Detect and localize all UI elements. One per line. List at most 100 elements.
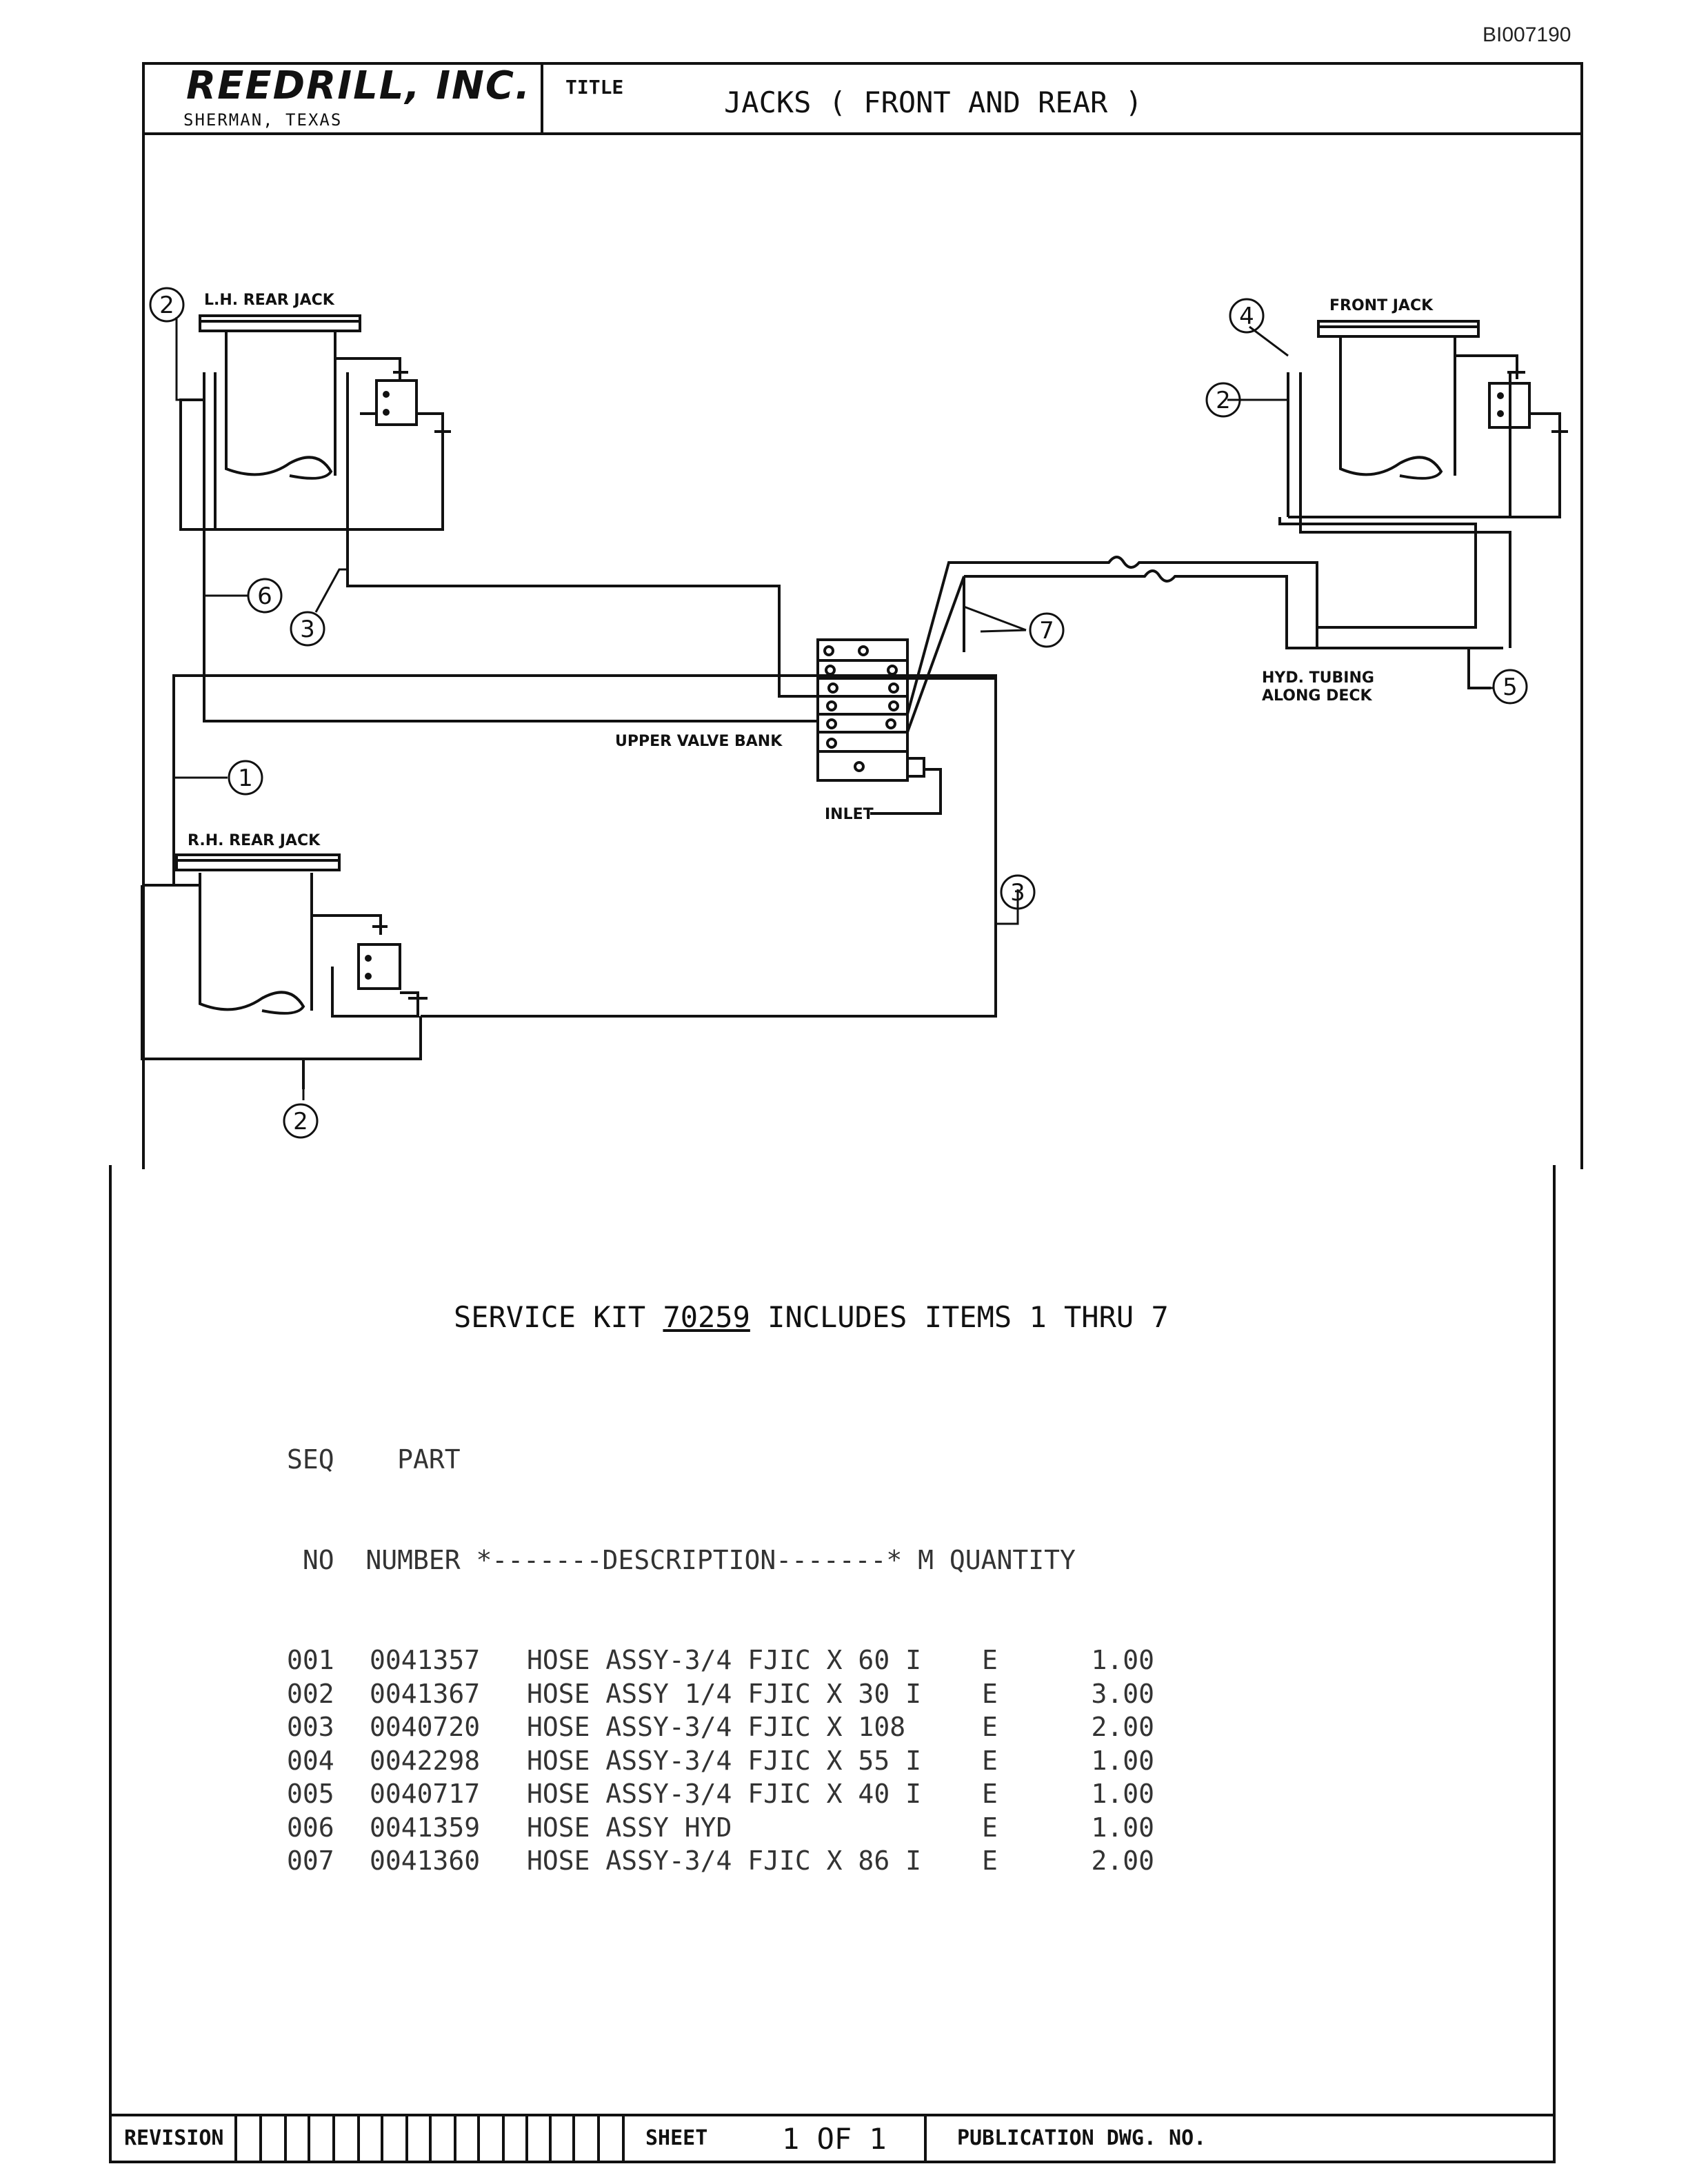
parts-cell-part: 0041357 bbox=[370, 1645, 481, 1675]
parts-cell-m: E bbox=[982, 1745, 998, 1776]
frame-right-border bbox=[1580, 135, 1583, 1169]
footer-divider bbox=[381, 2114, 383, 2163]
footer-divider bbox=[454, 2114, 456, 2163]
parts-cell-qty: 2.00 bbox=[1091, 1712, 1154, 1742]
label-front-jack: FRONT JACK bbox=[1329, 297, 1434, 314]
service-kit-line: SERVICE KIT 70259 INCLUDES ITEMS 1 THRU … bbox=[454, 1300, 1169, 1334]
parts-cell-seq: 007 bbox=[287, 1846, 334, 1876]
parts-cell-desc: HOSE ASSY HYD bbox=[527, 1812, 732, 1843]
title-block-divider bbox=[541, 62, 543, 135]
callout-7: 7 bbox=[1039, 617, 1054, 645]
footer-divider bbox=[502, 2114, 505, 2163]
document-id: BI007190 bbox=[1483, 23, 1571, 46]
callout-6: 6 bbox=[257, 583, 272, 610]
footer-divider bbox=[259, 2114, 262, 2163]
service-kit-number: 70259 bbox=[663, 1300, 750, 1334]
parts-cell-seq: 002 bbox=[287, 1678, 334, 1709]
sheet-label: SHEET bbox=[645, 2126, 708, 2150]
parts-cell-qty: 1.00 bbox=[1091, 1745, 1154, 1776]
title-label: TITLE bbox=[565, 76, 624, 99]
parts-cell-m: E bbox=[982, 1846, 998, 1876]
callout-2b: 2 bbox=[1216, 387, 1231, 414]
parts-cell-desc: HOSE ASSY-3/4 FJIC X 108 bbox=[527, 1712, 906, 1742]
parts-cell-seq: 005 bbox=[287, 1779, 334, 1809]
label-inlet: INLET bbox=[825, 806, 874, 823]
frame-right-border-lower bbox=[1553, 1165, 1556, 2130]
hose-routing bbox=[172, 517, 1503, 1018]
parts-rows: 001 0041357 HOSE ASSY-3/4 FJIC X 60 I E 1.00… bbox=[287, 1644, 1154, 1878]
callout-3a: 3 bbox=[300, 616, 315, 643]
service-kit-prefix: SERVICE KIT bbox=[454, 1300, 663, 1334]
footer-divider bbox=[597, 2114, 600, 2163]
parts-header-line1: SEQ PART bbox=[287, 1444, 461, 1475]
parts-cell-m: E bbox=[982, 1645, 998, 1675]
parts-cell-qty: 1.00 bbox=[1091, 1645, 1154, 1675]
revision-label: REVISION bbox=[124, 2126, 224, 2150]
service-kit-suffix: INCLUDES ITEMS 1 THRU 7 bbox=[750, 1300, 1169, 1334]
footer-divider bbox=[622, 2114, 625, 2163]
table-row: 002 0041367 HOSE ASSY 1/4 FJIC X 30 I E 3.00 bbox=[287, 1677, 1154, 1711]
parts-header-line2: NO NUMBER *-------DESCRIPTION-------* M … bbox=[287, 1544, 1076, 1575]
table-row: 001 0041357 HOSE ASSY-3/4 FJIC X 60 I E 1.00 bbox=[287, 1644, 1154, 1677]
table-row: 007 0041360 HOSE ASSY-3/4 FJIC X 86 I E 2.00 bbox=[287, 1844, 1154, 1878]
parts-cell-m: E bbox=[982, 1712, 998, 1742]
parts-cell-part: 0042298 bbox=[370, 1745, 481, 1776]
callout-1: 1 bbox=[238, 765, 253, 792]
parts-cell-qty: 1.00 bbox=[1091, 1779, 1154, 1809]
parts-cell-seq: 006 bbox=[287, 1812, 334, 1843]
parts-cell-part: 0040720 bbox=[370, 1712, 481, 1742]
footer-divider bbox=[308, 2114, 310, 2163]
rh-rear-jack bbox=[141, 853, 428, 1089]
parts-cell-part: 0041367 bbox=[370, 1678, 481, 1709]
parts-cell-desc: HOSE ASSY 1/4 FJIC X 30 I bbox=[527, 1678, 921, 1709]
table-row: 003 0040720 HOSE ASSY-3/4 FJIC X 108 E 2.00 bbox=[287, 1710, 1154, 1744]
parts-cell-part: 0040717 bbox=[370, 1779, 481, 1809]
parts-cell-part: 0041359 bbox=[370, 1812, 481, 1843]
front-jack bbox=[1287, 320, 1568, 648]
parts-cell-part: 0041360 bbox=[370, 1846, 481, 1876]
table-row: 004 0042298 HOSE ASSY-3/4 FJIC X 55 I E 1.00 bbox=[287, 1744, 1154, 1778]
footer-divider bbox=[284, 2114, 287, 2163]
parts-cell-desc: HOSE ASSY-3/4 FJIC X 60 I bbox=[527, 1645, 921, 1675]
parts-cell-qty: 3.00 bbox=[1091, 1678, 1154, 1709]
leader-lines bbox=[174, 317, 1494, 1100]
table-row: 006 0041359 HOSE ASSY HYD E 1.00 bbox=[287, 1811, 1154, 1845]
footer-divider bbox=[405, 2114, 408, 2163]
company-location: SHERMAN, TEXAS bbox=[183, 110, 343, 130]
title-block-frame bbox=[142, 62, 1583, 135]
footer-divider bbox=[357, 2114, 360, 2163]
parts-cell-qty: 2.00 bbox=[1091, 1846, 1154, 1876]
callout-3b: 3 bbox=[1010, 879, 1025, 907]
label-hyd-tubing-1: HYD. TUBING bbox=[1262, 669, 1374, 687]
schematic-labels: L.H. REAR JACK FRONT JACK R.H. REAR JACK… bbox=[159, 292, 1518, 1135]
callout-5: 5 bbox=[1503, 674, 1518, 701]
footer-divider bbox=[525, 2114, 528, 2163]
parts-cell-seq: 004 bbox=[287, 1745, 334, 1776]
parts-cell-seq: 001 bbox=[287, 1645, 334, 1675]
parts-cell-desc: HOSE ASSY-3/4 FJIC X 86 I bbox=[527, 1846, 921, 1876]
footer-divider bbox=[572, 2114, 575, 2163]
label-lh-rear-jack: L.H. REAR JACK bbox=[204, 292, 335, 309]
footer-divider bbox=[924, 2114, 927, 2163]
label-upper-valve-bank: UPPER VALVE BANK bbox=[615, 733, 783, 750]
footer-strip bbox=[109, 2114, 1556, 2163]
parts-cell-desc: HOSE ASSY-3/4 FJIC X 55 I bbox=[527, 1745, 921, 1776]
footer-divider bbox=[234, 2114, 237, 2163]
label-rh-rear-jack: R.H. REAR JACK bbox=[188, 832, 321, 849]
parts-cell-m: E bbox=[982, 1678, 998, 1709]
parts-cell-desc: HOSE ASSY-3/4 FJIC X 40 I bbox=[527, 1779, 921, 1809]
publication-dwg-label: PUBLICATION DWG. NO. bbox=[957, 2126, 1207, 2150]
frame-left-border bbox=[142, 135, 145, 1169]
parts-cell-m: E bbox=[982, 1812, 998, 1843]
parts-table: SEQ PART NO NUMBER *-------DESCRIPTION--… bbox=[287, 1376, 1154, 1911]
footer-divider bbox=[477, 2114, 480, 2163]
footer-divider bbox=[429, 2114, 432, 2163]
frame-left-border-lower bbox=[109, 1165, 112, 2130]
drawing-title: JACKS ( FRONT AND REAR ) bbox=[724, 85, 1143, 119]
footer-divider bbox=[332, 2114, 335, 2163]
callout-2a: 2 bbox=[159, 292, 174, 319]
parts-cell-seq: 003 bbox=[287, 1712, 334, 1742]
hydraulic-schematic bbox=[141, 287, 1568, 1139]
parts-cell-qty: 1.00 bbox=[1091, 1812, 1154, 1843]
